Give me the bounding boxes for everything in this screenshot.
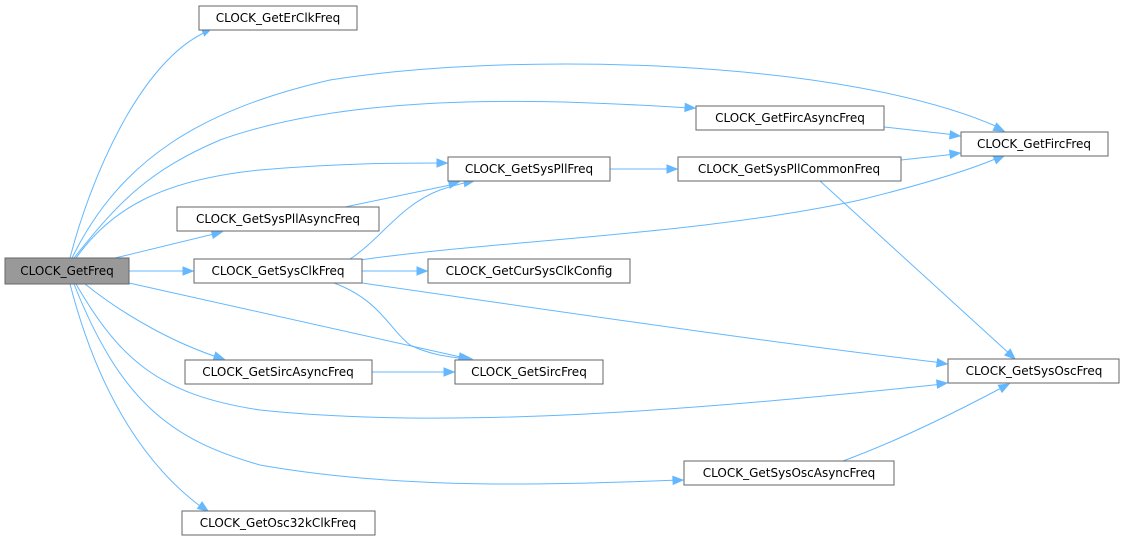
edge-line <box>75 162 444 259</box>
edge-getfreq-to-firc <box>71 63 1006 259</box>
edge-sysclk-to-sirc <box>333 282 474 363</box>
nodes-layer: CLOCK_GetFreq CLOCK_GetErClkFreq CLOCK_G… <box>4 5 1120 536</box>
node-clock-getsyspllasyncfreq[interactable]: CLOCK_GetSysPllAsyncFreq <box>176 206 380 232</box>
node-clock-getsircfreq[interactable]: CLOCK_GetSircFreq <box>454 359 604 385</box>
node-clock-getsyspllcommonfreq[interactable]: CLOCK_GetSysPllCommonFreq <box>677 156 902 182</box>
node-label: CLOCK_GetSysClkFreq <box>211 264 344 278</box>
edge-line <box>842 385 1006 462</box>
node-label: CLOCK_GetSysPllFreq <box>465 162 593 176</box>
node-label: CLOCK_GetOsc32kClkFreq <box>200 516 357 530</box>
arrowhead-icon <box>196 501 210 512</box>
edge-line <box>361 282 944 364</box>
node-label: CLOCK_GetSysPllAsyncFreq <box>196 212 360 226</box>
edge-sysclk-to-cursysclk <box>362 266 429 276</box>
arrowhead-icon <box>992 122 1006 132</box>
arrowhead-icon <box>210 229 224 240</box>
edge-line <box>900 153 957 161</box>
edge-getfreq-to-sysosc <box>75 283 949 419</box>
node-clock-getsircasyncfreq[interactable]: CLOCK_GetSircAsyncFreq <box>184 359 373 385</box>
edge-line <box>75 283 944 419</box>
arrowhead-icon <box>1004 348 1016 360</box>
node-label: CLOCK_GetCurSysClkConfig <box>446 264 613 278</box>
edge-line <box>69 283 205 510</box>
arrowhead-icon <box>443 367 456 377</box>
node-label: CLOCK_GetSircFreq <box>471 365 587 379</box>
edge-syspllasync-to-syspll <box>344 179 461 208</box>
node-clock-getfircfreq[interactable]: CLOCK_GetFircFreq <box>960 131 1109 157</box>
edge-line <box>344 183 456 208</box>
edge-line <box>883 126 957 136</box>
edge-fircasync-to-firc <box>883 126 962 140</box>
arrowhead-icon <box>416 266 429 276</box>
edge-sysoscasync-to-sysosc <box>842 383 1011 462</box>
edge-getfreq-to-syspllasync <box>114 229 224 259</box>
edge-line <box>128 282 466 359</box>
edge-getfreq-to-sircasync <box>84 283 226 361</box>
edge-sircasync-to-sirc <box>372 367 456 377</box>
node-clock-getsysoscasyncfreq[interactable]: CLOCK_GetSysOscAsyncFreq <box>683 460 895 486</box>
arrowhead-icon <box>436 158 449 168</box>
arrowhead-icon <box>182 266 195 276</box>
edge-line <box>84 283 221 359</box>
node-clock-getsysoscfreq[interactable]: CLOCK_GetSysOscFreq <box>947 358 1120 384</box>
node-clock-getsysclkfreq[interactable]: CLOCK_GetSysClkFreq <box>193 258 363 284</box>
node-label: CLOCK_GetSircAsyncFreq <box>202 365 353 379</box>
arrowhead-icon <box>936 379 949 389</box>
node-label: CLOCK_GetSysOscFreq <box>966 364 1103 378</box>
edge-getfreq-to-sysclk <box>129 266 195 276</box>
edge-line <box>359 156 1001 261</box>
node-label: CLOCK_GetFircAsyncFreq <box>715 111 865 125</box>
arrowhead-icon <box>949 130 962 140</box>
edge-line <box>73 100 691 259</box>
node-label: CLOCK_GetSysOscAsyncFreq <box>703 466 875 480</box>
arrowhead-icon <box>666 164 679 174</box>
edge-syspll-to-syspllcommon <box>610 164 679 174</box>
node-clock-getfreq[interactable]: CLOCK_GetFreq <box>4 257 130 285</box>
edge-line <box>819 180 1013 357</box>
edge-getfreq-to-osc32k <box>69 283 210 512</box>
node-clock-getsyspllfreq[interactable]: CLOCK_GetSysPllFreq <box>447 156 611 182</box>
node-label: CLOCK_GetFircFreq <box>977 137 1091 151</box>
edge-getfreq-to-syspll <box>75 158 449 259</box>
node-clock-getfircasyncfreq[interactable]: CLOCK_GetFircAsyncFreq <box>695 105 885 131</box>
edge-syspllcommon-to-firc <box>900 149 962 161</box>
edge-syspllcommon-to-sysosc <box>819 180 1016 360</box>
edge-line <box>333 282 469 360</box>
edge-line <box>71 63 1001 259</box>
edge-line <box>114 232 219 259</box>
edge-line <box>69 30 209 259</box>
edges-layer <box>69 27 1016 512</box>
arrowhead-icon <box>949 149 962 159</box>
edge-getfreq-to-fircasync <box>73 100 697 259</box>
edge-line <box>73 283 680 485</box>
arrowhead-icon <box>212 351 226 361</box>
edge-getfreq-to-sysoscasync <box>73 283 685 486</box>
edge-sysclk-to-sysosc <box>361 282 949 368</box>
node-clock-getcursysclkconfig[interactable]: CLOCK_GetCurSysClkConfig <box>427 258 631 284</box>
node-label: CLOCK_GetFreq <box>20 264 113 278</box>
edge-line <box>349 181 471 260</box>
node-clock-getosc32kclkfreq[interactable]: CLOCK_GetOsc32kClkFreq <box>181 510 376 536</box>
arrowhead-icon <box>992 155 1006 165</box>
arrowhead-icon <box>936 358 949 368</box>
node-label: CLOCK_GetErClkFreq <box>216 11 341 25</box>
arrowhead-icon <box>672 475 685 486</box>
arrowhead-icon <box>684 102 697 113</box>
node-clock-geterclkfreq[interactable]: CLOCK_GetErClkFreq <box>198 5 358 31</box>
node-label: CLOCK_GetSysPllCommonFreq <box>698 162 880 176</box>
arrowhead-icon <box>997 383 1011 394</box>
